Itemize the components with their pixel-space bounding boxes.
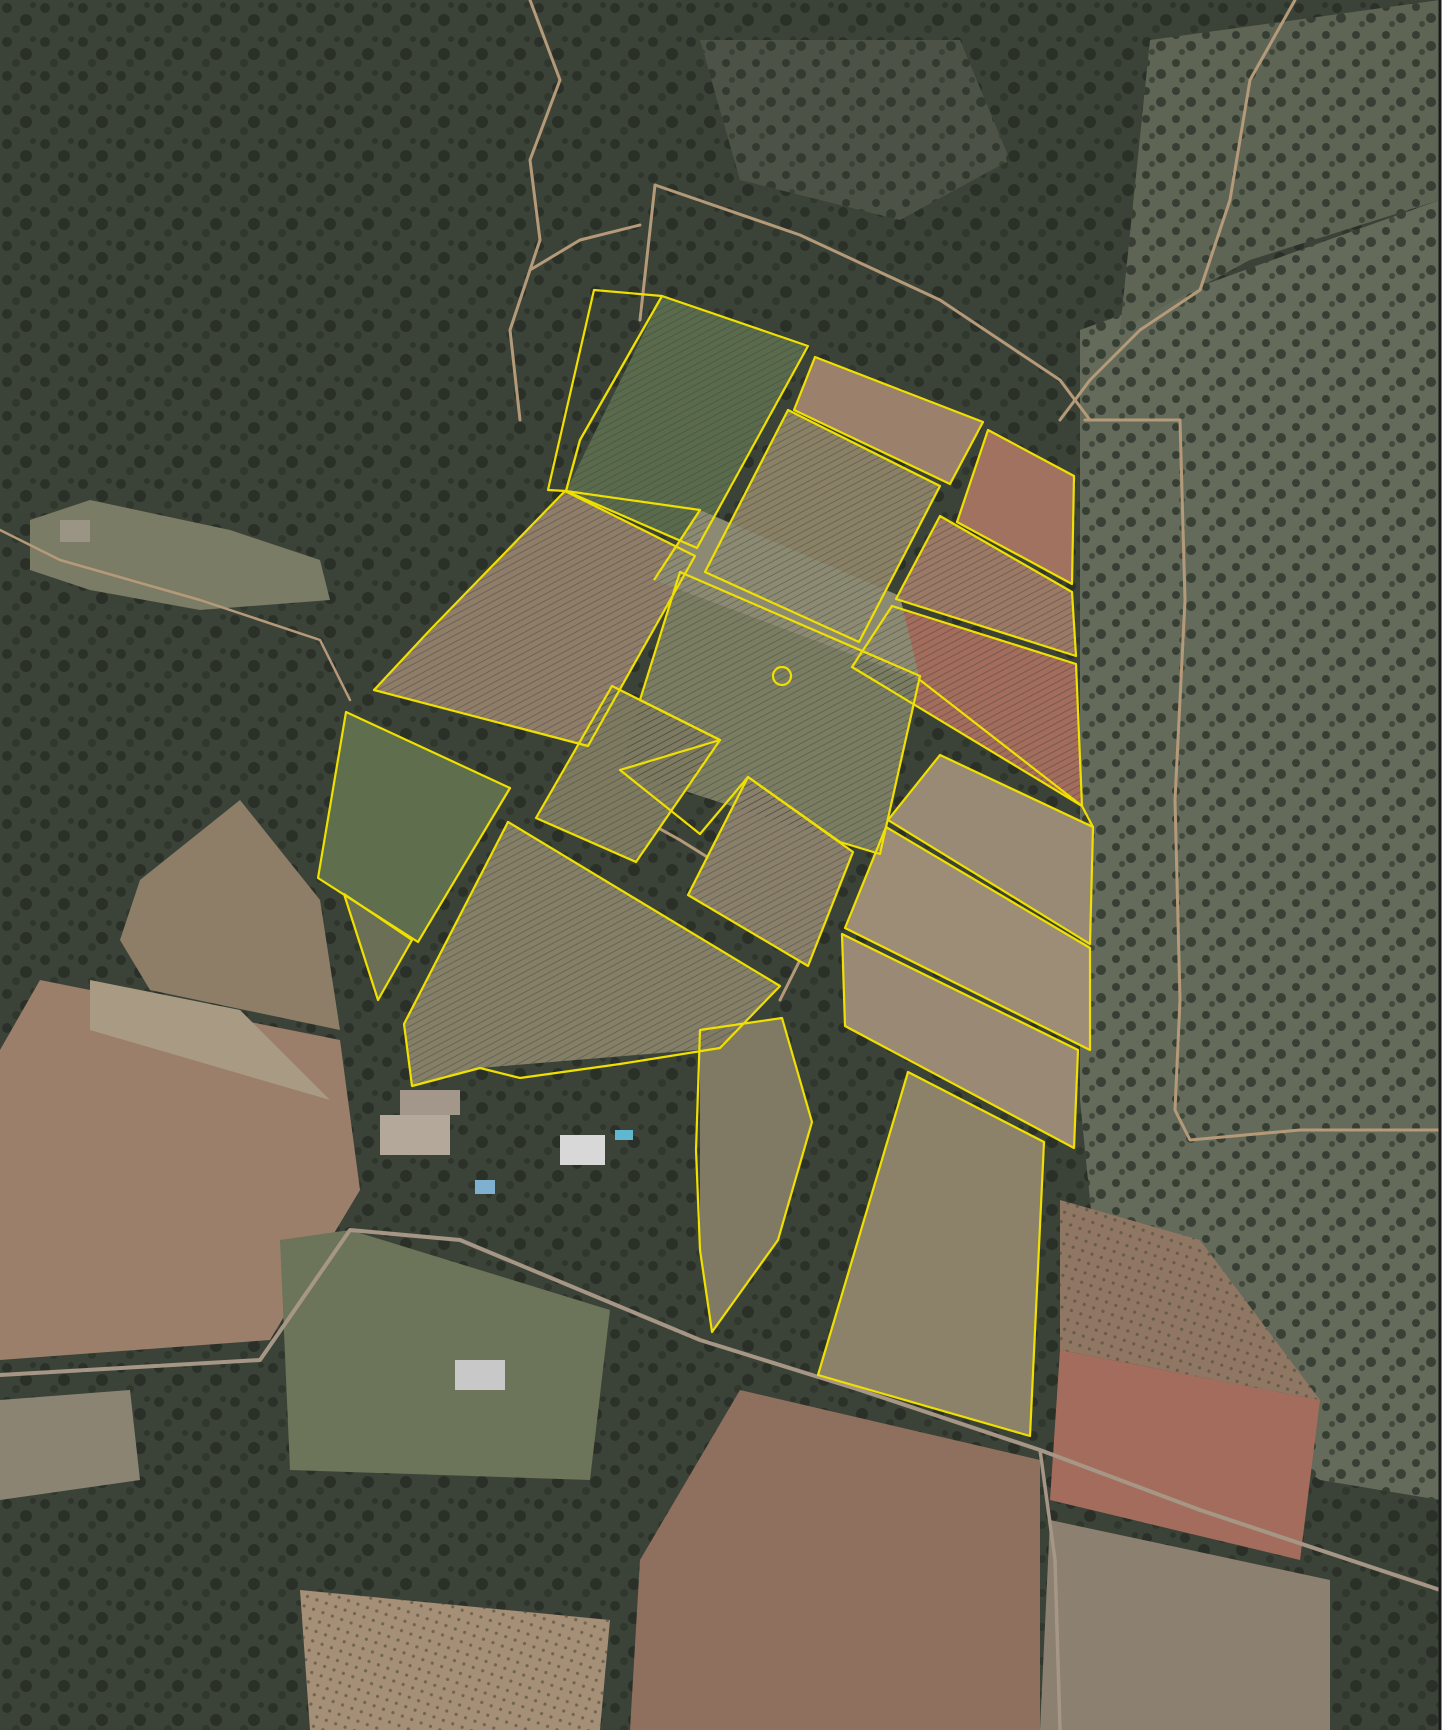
farmstead [380,1090,633,1194]
field-se-lower [1040,1520,1330,1730]
scrub-area-texture [1080,200,1440,1500]
vine-rows-p8 [620,572,920,854]
plot-outline[interactable] [703,408,942,644]
plot-outline[interactable] [694,1016,814,1334]
water-tank [475,1180,495,1194]
vine-rows-p9 [536,686,720,862]
vine-rows-p13 [404,822,780,1086]
plot-outlines [316,288,1095,1438]
field-sw-corner [0,1390,140,1500]
plot-outline[interactable] [955,428,1076,586]
southern-fields [0,800,1330,1730]
shed-roof [560,1135,605,1165]
plot-outline[interactable] [546,288,664,493]
track-west [0,528,352,702]
plot-fill-p18 [700,1018,812,1332]
farmhouse-roof [380,1115,450,1155]
vine-rows [374,296,1082,1086]
field-sw-lower-rows [300,1590,610,1730]
tennis-court [455,1360,505,1390]
plot-outline[interactable] [342,892,414,1002]
track-east [1058,0,1297,422]
plot-fill-p17 [818,1072,1044,1436]
plot-fill-p2 [794,357,983,484]
plot-outline[interactable] [792,355,985,486]
plot-outline[interactable] [894,514,1078,658]
plot-outline[interactable] [919,679,1094,828]
clearing-west [30,500,330,610]
scrub-area-central-texture [700,40,1010,220]
track-northwest [528,223,642,272]
track-east-vertical [1083,418,1442,1142]
plot-outline[interactable] [843,825,1092,1052]
field-w-meadow [120,800,340,1030]
field-s-large-brown [630,1390,1040,1730]
right-margin [1440,0,1455,1730]
plot-outline[interactable] [402,820,782,1088]
page-frame [1438,0,1455,1730]
plot-fill-p15 [845,827,1090,1050]
plot-fill-p16 [842,934,1078,1148]
plot-outline[interactable] [565,489,702,581]
scrub-area-north-texture [1120,0,1440,330]
field-se-orchard-rows [1060,1200,1320,1400]
plot-outline[interactable] [316,710,512,944]
plot-outline[interactable] [886,753,1095,946]
vine-rows-p7 [374,491,695,746]
plot-fill-p14 [888,755,1093,944]
field-s-grass [280,1230,610,1480]
road-south-branch [1038,1448,1062,1730]
vine-rows-p3 [705,410,940,642]
farm-building-roof [60,520,90,542]
track-estate-perimeter [638,183,1092,422]
vine-rows-p6 [852,606,1082,806]
plot-outline-marker [771,665,793,687]
outbuilding-roof [400,1090,460,1115]
vine-rows-p1 [566,296,808,548]
field-se-red [1050,1350,1320,1560]
plot-outline[interactable] [816,1070,1046,1438]
plot-outline[interactable] [534,684,722,864]
vine-rows-p5 [896,516,1076,656]
swimming-pool [615,1130,633,1140]
plot-outline[interactable] [686,775,855,968]
plot-outline[interactable] [372,489,697,748]
plot-fill-p4 [957,430,1074,584]
road-main [0,1228,1442,1592]
plot-fill-p11 [318,712,510,942]
track-north [508,0,562,422]
field-sw-strip [90,980,330,1100]
scrubland-east [700,0,1440,1500]
plot-fill-p12 [344,894,412,1000]
plot-outline[interactable] [840,932,1080,1150]
clearing-grass [30,500,330,610]
